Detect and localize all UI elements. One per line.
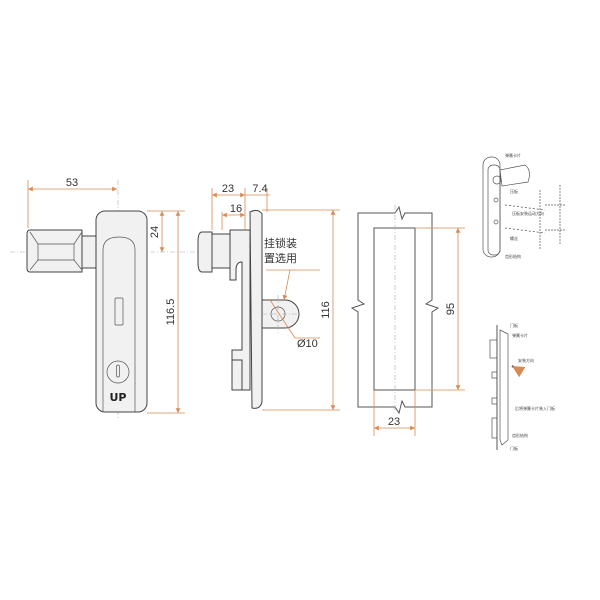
dim-95: 95 <box>445 303 457 315</box>
detail2-label-6: 门板 <box>510 445 518 451</box>
front-view: UP 53 24 116.5 <box>10 177 190 420</box>
dim-116-5: 116.5 <box>165 299 177 326</box>
detail1-label-1: 弹簧卡片 <box>505 152 521 158</box>
install-detail-2: 门板 弹簧卡片 安装方向 后将弹簧卡片装入门板 齿形结构 门板 <box>489 322 555 451</box>
padlock-note-line2: 置选用 <box>264 252 297 265</box>
detail2-label-4: 后将弹簧卡片装入门板 <box>515 405 555 411</box>
panel-outline <box>350 205 440 415</box>
detail1-label-5: 齿形结构 <box>505 253 521 259</box>
side-teeth <box>231 359 243 391</box>
detail2-label-1: 门板 <box>510 322 518 328</box>
cutout-hole <box>373 227 416 391</box>
lock-cylinder <box>106 360 130 384</box>
dim-hole: Ø10 <box>297 338 318 350</box>
detail2-label-3: 安装方向 <box>518 357 534 363</box>
detail1-label-4: 螺丝 <box>510 235 518 241</box>
install-detail-1: 弹簧卡片 压板 压板安装运动方向 螺丝 齿形结构 <box>482 152 565 259</box>
indicator-slot <box>114 297 124 326</box>
dim-53: 53 <box>66 177 78 189</box>
dim-116: 116 <box>320 301 332 319</box>
detail2-label-2: 弹簧卡片 <box>512 332 528 338</box>
mounting-plate <box>249 209 263 409</box>
dim-24: 24 <box>149 226 161 238</box>
dim-16: 16 <box>230 203 242 215</box>
dim-7-4: 7.4 <box>252 183 267 195</box>
cutout-view: 95 23 <box>350 205 465 436</box>
handle-knob <box>26 229 83 273</box>
dim-23-side: 23 <box>222 183 234 195</box>
detail1-label-2: 压板 <box>510 188 518 194</box>
padlock-lug <box>261 299 300 329</box>
dim-23-cutout: 23 <box>388 416 400 428</box>
padlock-note-line1: 挂锁装 <box>264 236 297 250</box>
up-label: UP <box>110 391 127 404</box>
detail2-label-5: 齿形结构 <box>512 432 528 438</box>
side-knob <box>197 231 213 273</box>
detail1-label-3: 压板安装运动方向 <box>512 210 544 216</box>
side-view: 23 7.4 16 116 挂锁装 置选用 Ø10 <box>190 183 340 411</box>
handle-body <box>95 210 148 413</box>
